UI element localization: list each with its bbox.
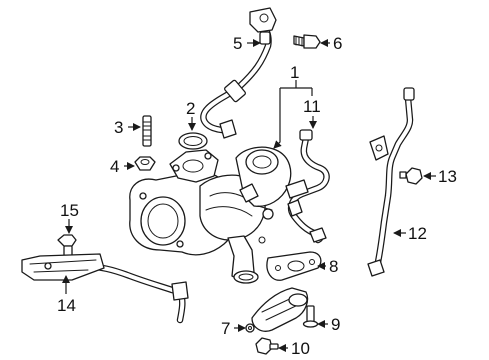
bolt-part-13: [399, 167, 423, 185]
bolt-part-10: [255, 337, 279, 355]
bolt-part-6: [293, 34, 321, 49]
callout-10: 10: [291, 339, 310, 358]
bolt-part-7: [245, 323, 255, 333]
callout-6: 6: [333, 34, 342, 53]
stud-part-3: [142, 115, 152, 147]
callout-2: 2: [186, 99, 195, 118]
callout-13: 13: [438, 167, 457, 186]
callout-9: 9: [331, 315, 340, 334]
callout-4: 4: [110, 157, 119, 176]
coolant-pipe-part-12: [367, 87, 415, 277]
oil-feed-tube-part: [200, 7, 277, 139]
gasket-part-8: [266, 251, 322, 281]
callout-5: 5: [233, 34, 242, 53]
callout-7: 7: [221, 319, 230, 338]
callout-14: 14: [57, 296, 76, 315]
callout-3: 3: [114, 118, 123, 137]
oil-drain-assembly: [251, 287, 309, 332]
callout-15: 15: [60, 201, 79, 220]
oil-return-tube-part-14: [21, 253, 189, 324]
callout-labels: 1 2 3 4 5 6 7 8 9 10 11 12 13 14 15: [57, 34, 457, 358]
gasket-ring-part-2: [178, 132, 208, 150]
callout-11: 11: [303, 97, 321, 116]
callout-12: 12: [408, 224, 427, 243]
callout-1: 1: [290, 63, 299, 82]
bolt-part-9: [302, 305, 319, 328]
nut-part-4: [134, 156, 156, 171]
turbocharger-part: [129, 146, 292, 284]
coolant-tube-part-11: [285, 129, 330, 244]
callout-8: 8: [329, 257, 338, 276]
leader-lines: [62, 39, 436, 352]
